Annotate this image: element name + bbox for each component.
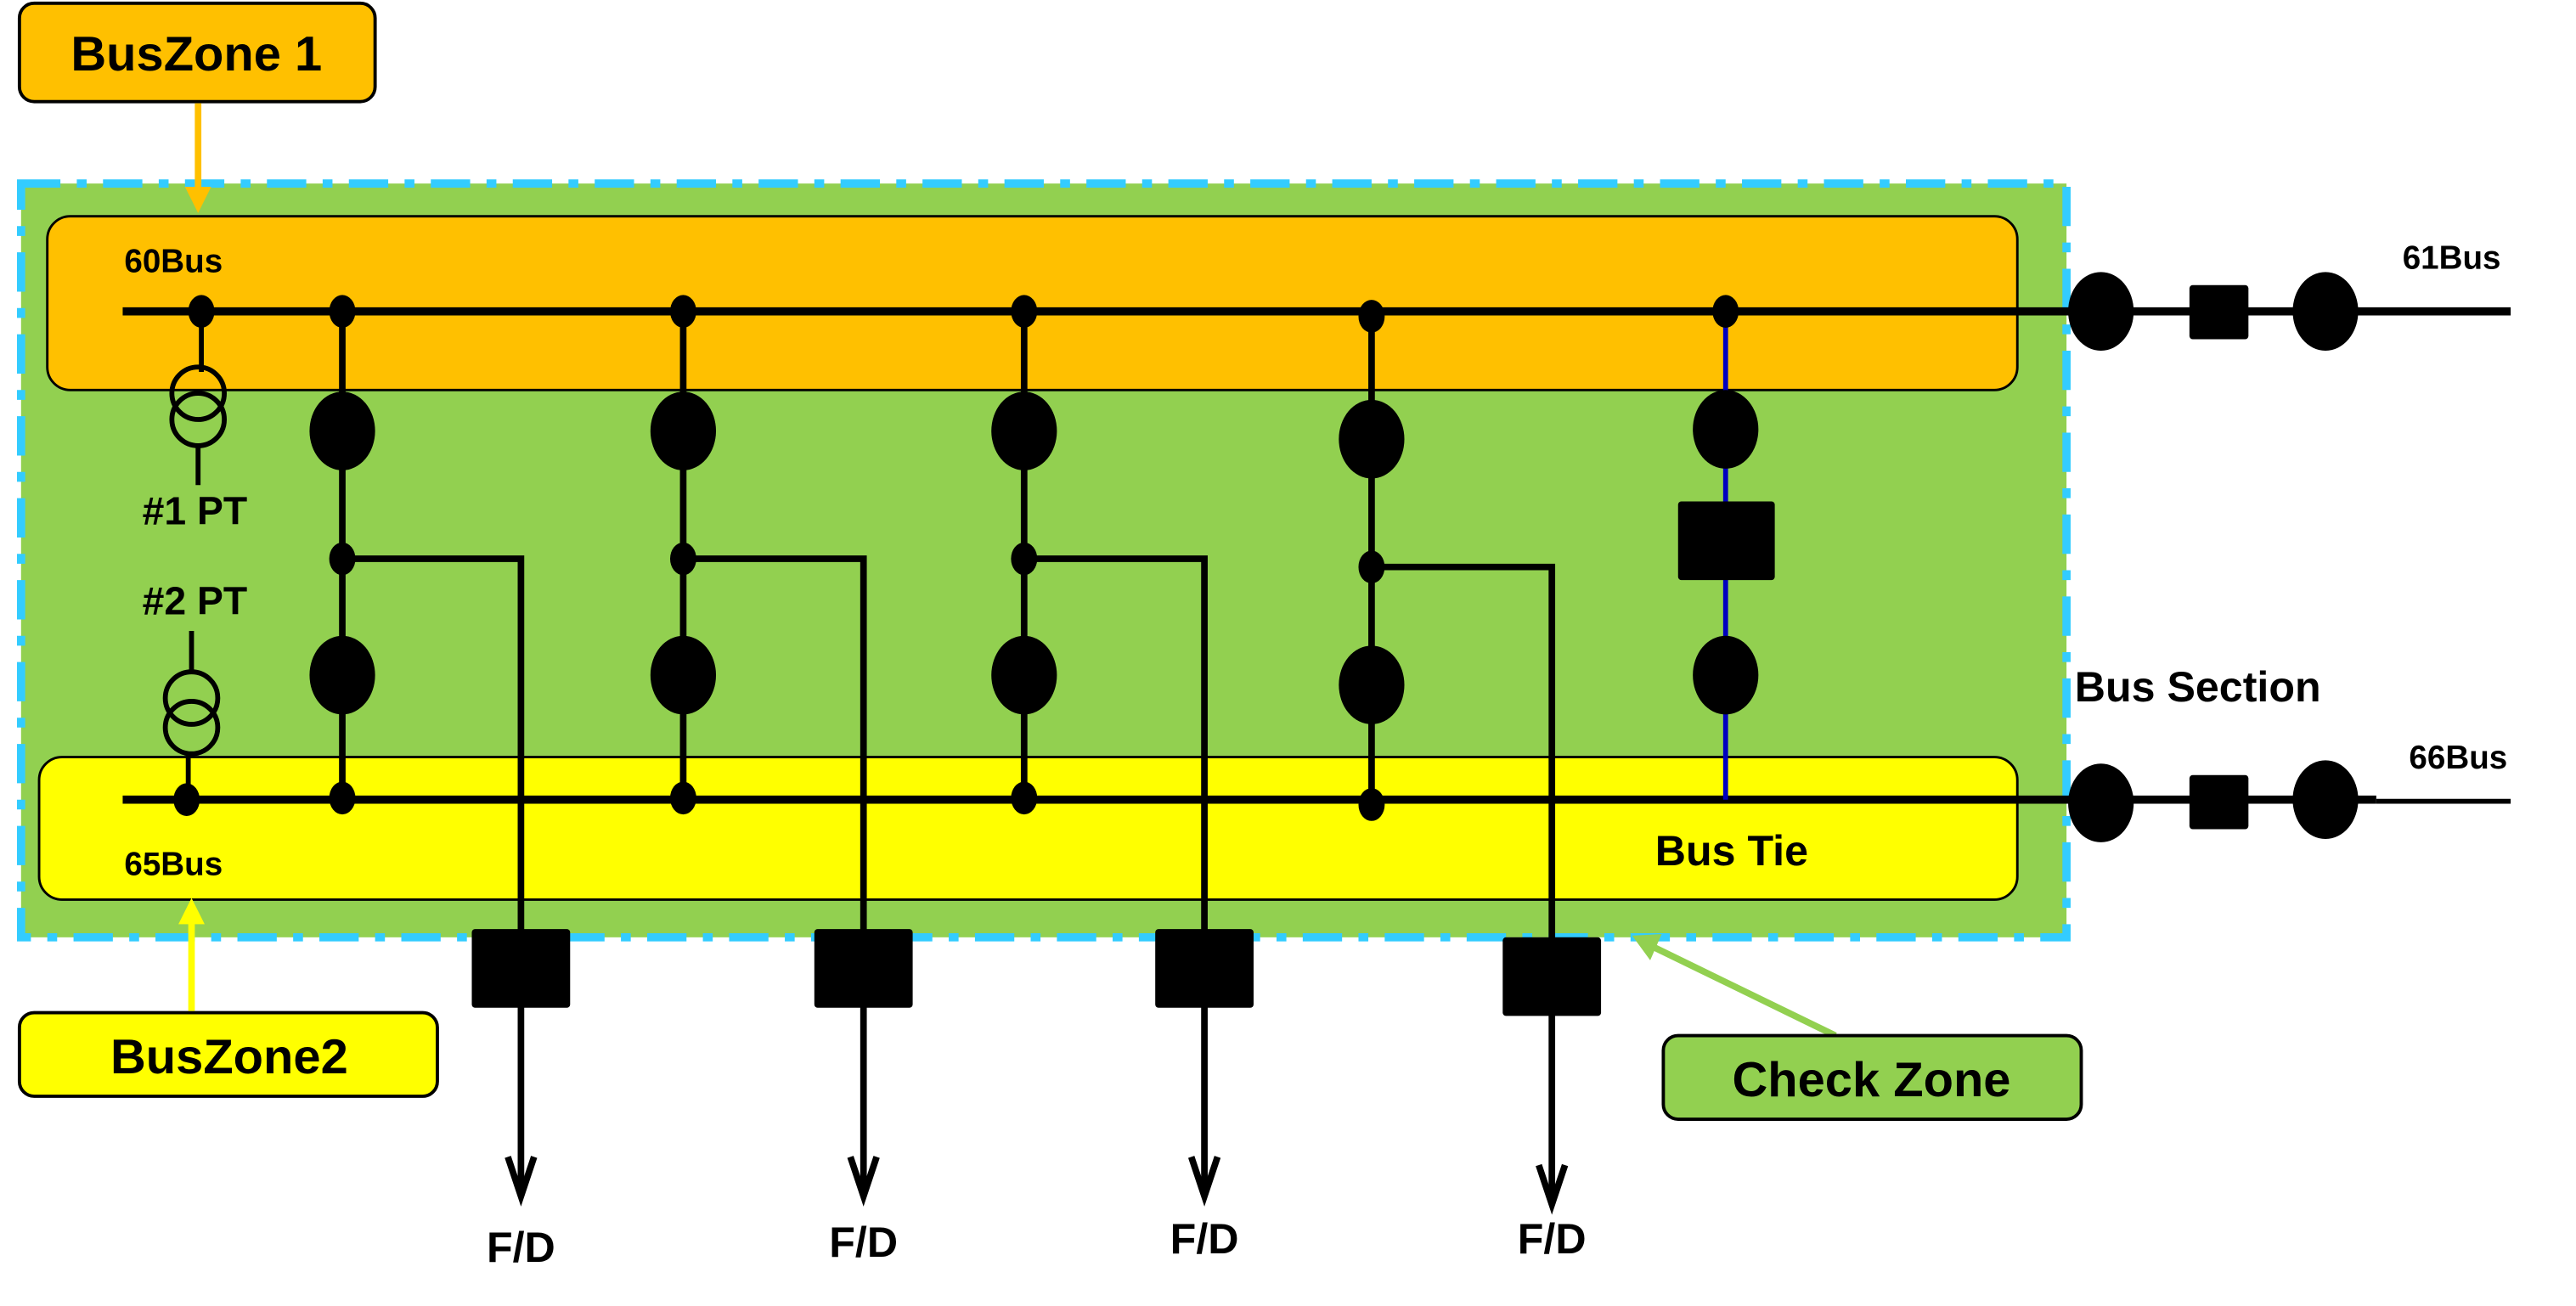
disconnector-top-icon [1339,399,1405,479]
feeder-label: F/D [487,1224,555,1271]
buszone1-arrowhead-icon [184,186,211,213]
feeder-breaker-icon [1502,937,1602,1016]
bus60-junction-icon [669,295,696,328]
feeder-arrow-icon [1187,1156,1221,1207]
bus60-label: 60Bus [124,243,223,279]
bus65-junction-icon [1358,788,1385,821]
bus61-breaker-icon [2189,284,2249,340]
pt1-transformer-icon [169,295,227,486]
bus65-junction-icon [1011,781,1038,815]
disconnector-bottom-icon [1339,645,1405,724]
bus60-junction-icon [329,295,356,328]
feeder-bay: F/D [650,295,913,1266]
bus-section-66 [2068,760,2359,842]
feeder-bays: F/D F/D F/D F/D [309,295,1602,1271]
check-zone-arrowhead-icon [1632,933,1662,960]
pt2-label: #2 PT [143,579,248,623]
feeder-breaker-icon [471,929,571,1008]
bus65-label: 65Bus [124,846,223,882]
feeder-label: F/D [1518,1215,1587,1263]
bus61-disconnector-right-icon [2292,272,2359,351]
bus66-breaker-icon [2189,774,2249,830]
feeder-label: F/D [829,1219,898,1266]
buszone2-region [37,756,2019,901]
feeder-arrow-icon [847,1156,880,1207]
bus-tie-disconnector-top-icon [1693,390,1759,469]
buszone1-callout-label: BusZone 1 [70,27,322,82]
bus66-disconnector-right-icon [2292,760,2359,840]
disconnector-top-icon [309,391,375,470]
bus65-junction-icon [669,781,696,815]
buszone1-callout [17,1,377,104]
buszone2-callout-label: BusZone2 [110,1030,348,1084]
bus-tie-breaker-icon [1677,501,1775,581]
bus-section-label: Bus Section [2075,663,2321,711]
check-zone-callout-label: Check Zone [1732,1053,2010,1107]
feeder-breaker-icon [814,929,913,1008]
feeder-bay: F/D [991,295,1254,1263]
buszone2-callout [17,1010,439,1098]
feeder-bay: F/D [1339,300,1602,1263]
feeder-bay: F/D [309,295,571,1271]
disconnector-bottom-icon [650,635,717,715]
pt1-label: #1 PT [143,489,248,533]
check-zone-arrow [1645,941,1837,1039]
disconnector-bottom-icon [991,635,1057,715]
check-zone-callout [1661,1033,2083,1121]
feeder-arrow-icon [1536,1163,1569,1215]
feeder-label: F/D [1170,1215,1239,1263]
feeder-arrow-icon [504,1156,538,1207]
disconnector-top-icon [991,391,1057,470]
bus-tie [1677,295,1775,800]
bus-tie-junction-icon [1712,295,1739,328]
feeder-breaker-icon [1155,929,1254,1008]
disconnector-bottom-icon [309,635,375,715]
bus61-disconnector-left-icon [2068,272,2134,351]
bus-tie-label: Bus Tie [1655,827,1808,875]
bus66-label: 66Bus [2409,740,2507,776]
bus-section-61 [2068,272,2359,351]
bus-tie-disconnector-bottom-icon [1693,635,1759,715]
pt2-transformer-icon [162,630,221,817]
bus60-junction-icon [1358,300,1385,333]
disconnector-top-icon [650,391,717,470]
bus65-junction-icon [329,781,356,815]
bus61-label: 61Bus [2403,239,2501,276]
bus60-junction-icon [1011,295,1038,328]
bus66-disconnector-left-icon [2068,763,2134,842]
buszone2-arrowhead-icon [178,898,205,925]
